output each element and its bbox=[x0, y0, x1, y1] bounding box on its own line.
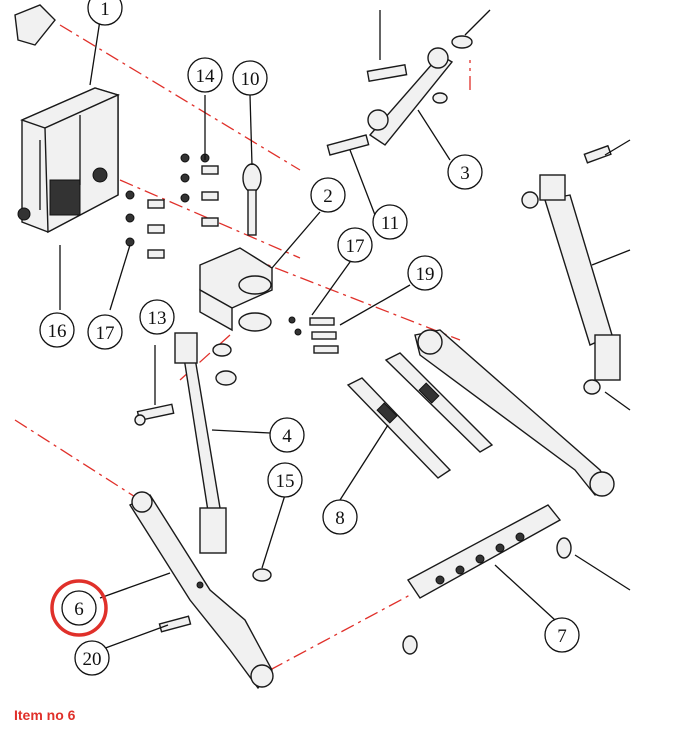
callout-14: 14 bbox=[187, 57, 223, 93]
svg-text:17: 17 bbox=[346, 236, 365, 257]
callout-7: 7 bbox=[544, 617, 580, 653]
part-3-top-link bbox=[326, 35, 473, 156]
part-15-clip bbox=[252, 568, 272, 582]
leader-lines bbox=[59, 9, 631, 651]
callout-4: 4 bbox=[269, 417, 305, 453]
callout-11: 11 bbox=[372, 204, 408, 240]
callout-2: 2 bbox=[310, 177, 346, 213]
lower-arm-right bbox=[414, 329, 615, 497]
callout-10: 10 bbox=[232, 60, 268, 96]
callout-19: 19 bbox=[407, 255, 443, 291]
callout-15: 15 bbox=[267, 462, 303, 498]
svg-text:2: 2 bbox=[323, 186, 333, 207]
svg-text:15: 15 bbox=[276, 471, 295, 492]
callout-8: 8 bbox=[322, 499, 358, 535]
part-8-check-chains bbox=[346, 352, 494, 479]
bolt-set-center bbox=[288, 316, 339, 354]
bolt-set-left bbox=[125, 153, 219, 259]
svg-text:13: 13 bbox=[148, 308, 167, 329]
callout-17b: 17 bbox=[337, 227, 373, 263]
parts-diagram: 1 2 3 4 6 7 8 10 11 13 14 15 bbox=[14, 0, 631, 690]
svg-text:14: 14 bbox=[196, 66, 216, 87]
right-adjustable-rod bbox=[521, 144, 621, 395]
part-7-drawbar bbox=[402, 504, 572, 655]
svg-text:7: 7 bbox=[557, 626, 567, 647]
svg-text:19: 19 bbox=[416, 264, 435, 285]
svg-text:6: 6 bbox=[74, 599, 84, 620]
item-caption: Item no 6 bbox=[14, 707, 76, 723]
svg-text:8: 8 bbox=[335, 508, 345, 529]
highlight-ring bbox=[50, 579, 108, 637]
callout-1: 1 bbox=[87, 0, 123, 26]
svg-text:20: 20 bbox=[83, 649, 102, 670]
svg-text:3: 3 bbox=[460, 163, 470, 184]
part-6-lower-link bbox=[128, 491, 274, 690]
part-1-bracket bbox=[17, 87, 120, 234]
svg-text:4: 4 bbox=[282, 426, 292, 447]
svg-text:17: 17 bbox=[96, 323, 115, 344]
callout-6: 6 bbox=[61, 590, 97, 626]
svg-text:1: 1 bbox=[100, 0, 110, 20]
part-20-bolt bbox=[158, 615, 192, 633]
callout-13: 13 bbox=[139, 299, 175, 335]
part-4-lift-rod bbox=[174, 332, 237, 554]
part-13-bolt bbox=[134, 403, 175, 426]
edge-part-fragment bbox=[14, 4, 56, 46]
callout-16: 16 bbox=[39, 312, 75, 348]
part-2-clevis bbox=[199, 247, 273, 332]
callout-20: 20 bbox=[74, 640, 110, 676]
svg-text:16: 16 bbox=[48, 321, 67, 342]
svg-text:11: 11 bbox=[381, 213, 399, 234]
callout-3: 3 bbox=[447, 154, 483, 190]
part-10-pin bbox=[242, 163, 262, 236]
callout-17a: 17 bbox=[87, 314, 123, 350]
svg-text:10: 10 bbox=[241, 69, 260, 90]
